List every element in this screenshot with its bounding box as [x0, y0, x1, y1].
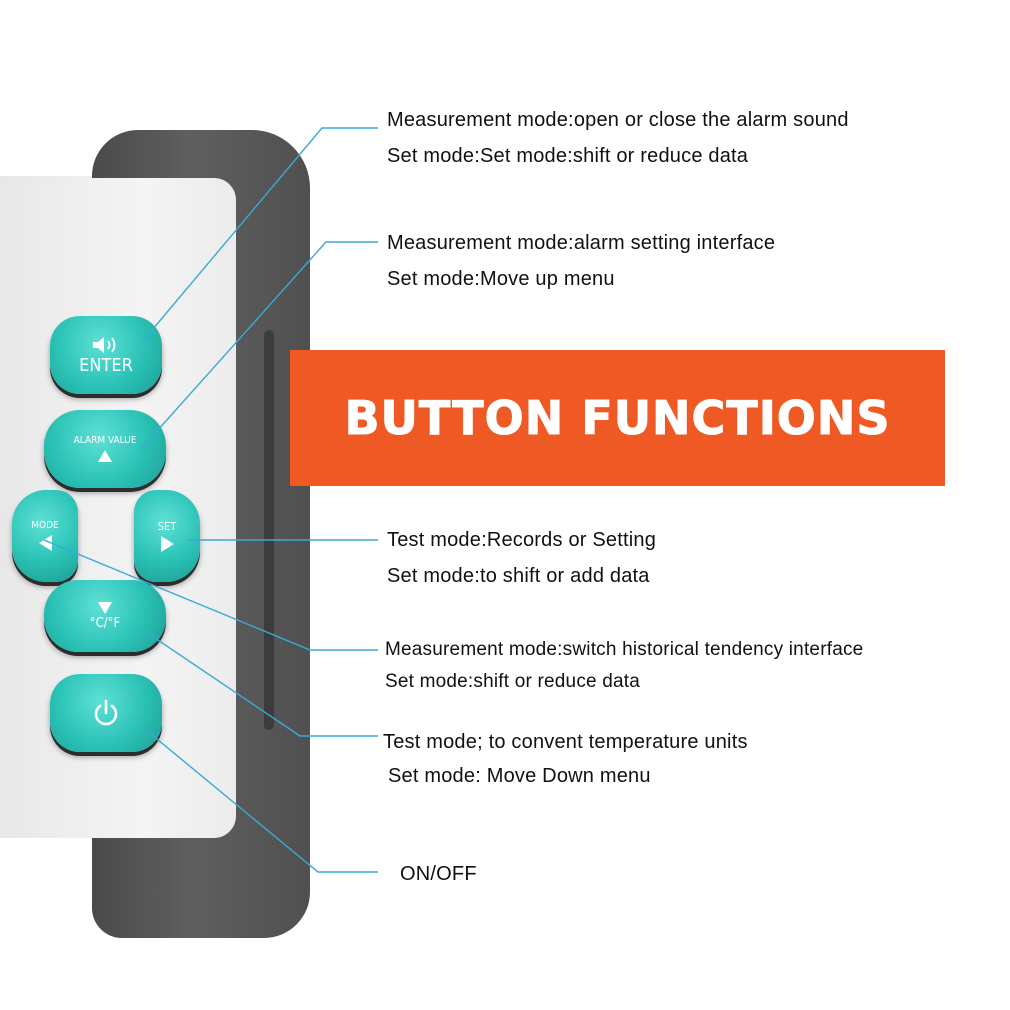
triangle-up-icon	[98, 450, 112, 462]
leader-line-enter	[141, 127, 378, 343]
set-note-line2: Set mode:to shift or add data	[387, 565, 650, 587]
triangle-right-icon	[160, 535, 174, 552]
speaker-icon	[93, 336, 116, 353]
mode-button[interactable]: MODE	[12, 490, 78, 582]
leader-line-unit	[145, 631, 378, 737]
temperature-unit-button[interactable]: °C/°F	[44, 580, 166, 652]
leader-line-mode	[43, 539, 378, 651]
leader-line-alarm	[139, 241, 378, 451]
enter-label: ENTER	[79, 354, 133, 376]
set-note-line1: Test mode:Records or Setting	[387, 529, 657, 551]
alarm-note-line2: Set mode:Move up menu	[387, 268, 615, 290]
mode-note-line2: Set mode:shift or reduce data	[385, 671, 641, 692]
enter-button[interactable]: ENTER	[50, 316, 162, 394]
set-label: SET	[157, 519, 177, 533]
power-icon	[94, 699, 118, 726]
temperature-unit-label: °C/°F	[89, 616, 121, 631]
unit-note-line1: Test mode; to convent temperature units	[383, 731, 748, 753]
mode-label: MODE	[31, 520, 59, 531]
banner: BUTTON FUNCTIONS	[290, 350, 945, 486]
bumper-groove	[264, 330, 274, 730]
alarm-value-label: ALARM VALUE	[73, 435, 137, 446]
alarm-note-line1: Measurement mode:alarm setting interface	[387, 232, 776, 254]
triangle-down-icon	[98, 602, 112, 614]
enter-note-line1: Measurement mode:open or close the alarm…	[387, 109, 849, 131]
triangle-left-icon	[38, 535, 52, 551]
power-button[interactable]	[50, 674, 162, 752]
alarm-value-button[interactable]: ALARM VALUE	[44, 410, 166, 488]
set-button[interactable]: SET	[134, 490, 200, 582]
banner-title: BUTTON FUNCTIONS	[344, 391, 891, 446]
enter-note-line2: Set mode:Set mode:shift or reduce data	[387, 145, 749, 167]
leader-line-power	[145, 729, 378, 873]
unit-note-line2: Set mode: Move Down menu	[388, 765, 651, 787]
power-note: ON/OFF	[400, 863, 477, 885]
mode-note-line1: Measurement mode:switch historical tende…	[385, 639, 864, 660]
